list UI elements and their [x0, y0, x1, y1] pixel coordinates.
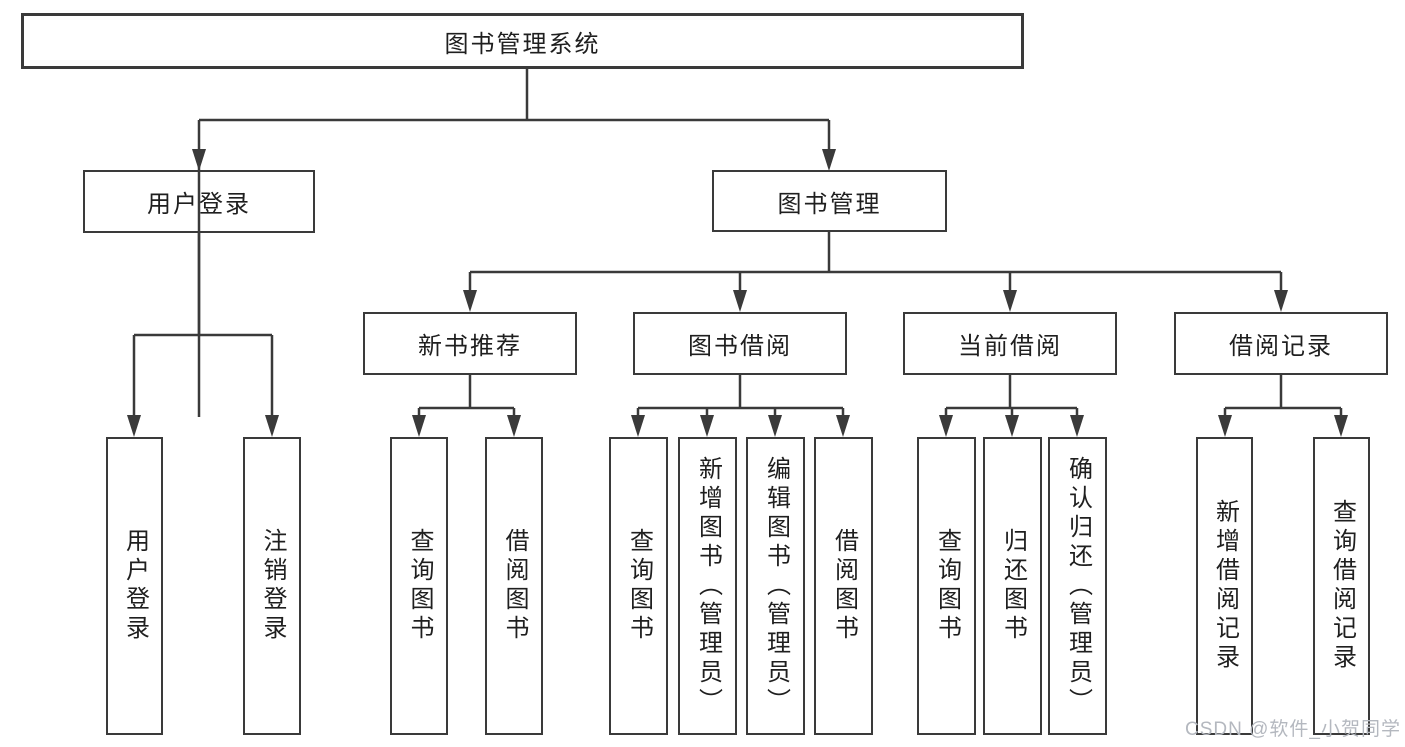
node-borrowing-records: 借阅记录 — [1174, 312, 1388, 375]
node-leaf-return-books: 归还图书 — [983, 437, 1042, 735]
csdn-watermark: CSDN @软件_小贺同学 — [1185, 719, 1401, 740]
edge-borrow-record-split — [1223, 375, 1343, 417]
edge-user-login-split — [132, 233, 274, 417]
edge-current-borrow-split — [944, 375, 1079, 417]
edge-book-borrow-split — [636, 375, 845, 417]
node-current-borrowing: 当前借阅 — [903, 312, 1117, 375]
node-leaf-add-books-admin: 新增图书（管理员） — [678, 437, 737, 735]
node-book-borrowing: 图书借阅 — [633, 312, 847, 375]
node-leaf-query-borrow-record: 查询借阅记录 — [1313, 437, 1370, 735]
node-leaf-confirm-return-admin: 确认归还（管理员） — [1048, 437, 1107, 735]
node-leaf-user-login: 用户登录 — [106, 437, 163, 735]
node-leaf-logout: 注销登录 — [243, 437, 301, 735]
node-leaf-borrow-books-2: 借阅图书 — [814, 437, 873, 735]
node-leaf-query-books-1: 查询图书 — [390, 437, 448, 735]
node-leaf-borrow-books-1: 借阅图书 — [485, 437, 543, 735]
edge-new-book-rec-split — [417, 375, 516, 417]
node-leaf-add-borrow-record: 新增借阅记录 — [1196, 437, 1253, 735]
node-leaf-edit-books-admin: 编辑图书（管理员） — [746, 437, 805, 735]
node-leaf-query-books-3: 查询图书 — [917, 437, 976, 735]
node-new-book-recommendation: 新书推荐 — [363, 312, 577, 375]
node-book-management: 图书管理 — [712, 170, 947, 232]
node-library-management-system: 图书管理系统 — [21, 13, 1024, 69]
node-user-login: 用户登录 — [83, 170, 315, 233]
node-leaf-query-books-2: 查询图书 — [609, 437, 668, 735]
edge-book-mgmt-split — [468, 232, 1283, 292]
